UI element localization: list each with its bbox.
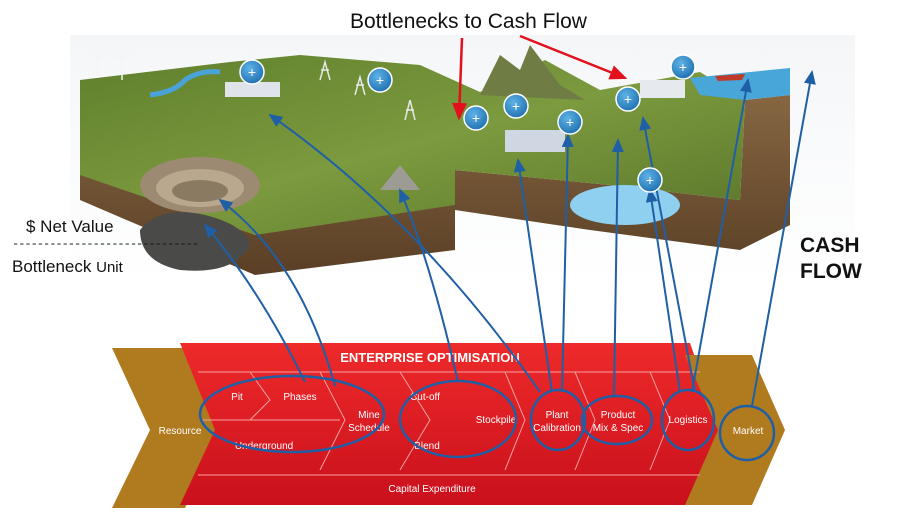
river <box>149 69 221 98</box>
plus-icon: + <box>624 91 632 107</box>
plus-marker[interactable]: + <box>503 93 529 119</box>
cash-label: CASH <box>800 234 860 257</box>
red-band <box>180 343 720 505</box>
net-value-denominator: Bottleneck Unit <box>12 257 123 277</box>
flow-label: FLOW <box>800 260 862 283</box>
stage-calibration: Calibration <box>533 423 581 434</box>
wind-turbines <box>89 49 131 80</box>
port-facilities <box>640 80 685 98</box>
enterprise-banner: ENTERPRISE OPTIMISATION Resource Market … <box>112 343 785 508</box>
stage-stockpile: Stockpile <box>476 415 517 426</box>
stage-underground: Underground <box>235 441 293 452</box>
unit-label: Unit <box>96 259 123 276</box>
resource-chevron <box>112 348 220 508</box>
stage-plant: Plant <box>546 410 569 421</box>
plant-circle <box>529 388 587 452</box>
stage-cutoff: Cut-off <box>410 392 440 403</box>
red-arrows <box>452 34 628 121</box>
diagram-title: Bottlenecks to Cash Flow <box>350 10 587 33</box>
stage-mine: Mine <box>358 410 380 421</box>
stage-schedule: Schedule <box>348 423 390 434</box>
plus-marker[interactable]: + <box>637 167 663 193</box>
plus-icon: + <box>679 59 687 75</box>
market-chevron <box>685 355 785 505</box>
mining-landscape-illustration <box>70 35 855 285</box>
arrow-to-open-pit <box>218 198 336 387</box>
arrow-to-stockpile <box>399 188 459 383</box>
stage-blend: Blend <box>414 441 440 452</box>
stockpile-mound <box>380 165 420 190</box>
arrow-to-product <box>611 138 624 397</box>
plus-marker[interactable]: + <box>367 67 393 93</box>
stage-mix-spec: Mix & Spec <box>593 423 644 434</box>
plus-marker[interactable]: + <box>557 109 583 135</box>
stage-pit: Pit <box>231 392 243 403</box>
stage-logistics: Logistics <box>669 415 708 426</box>
plus-icon: + <box>248 64 256 80</box>
market-circle <box>718 404 776 462</box>
product-circle <box>580 394 654 446</box>
arrow-to-cash-flow <box>751 70 816 407</box>
mountain <box>480 45 585 100</box>
cash-flow-label: CASH FLOW <box>800 233 862 285</box>
stage-product: Product <box>601 410 636 421</box>
plus-marker[interactable]: + <box>670 54 696 80</box>
power-pylons <box>319 59 416 121</box>
plus-icon: + <box>566 114 574 130</box>
logistics-circle <box>660 388 716 452</box>
plus-icon: + <box>646 172 654 188</box>
bottleneck-label: Bottleneck <box>12 257 92 276</box>
bottleneck-circles <box>198 374 776 462</box>
net-value-numerator: $ Net Value <box>26 217 114 236</box>
ship <box>715 74 745 81</box>
tailings-lake <box>570 185 680 225</box>
arrow-to-plant-b <box>561 133 574 393</box>
band-dividers <box>198 371 700 476</box>
plus-marker[interactable]: + <box>239 59 265 85</box>
arrow-to-plant-a <box>513 158 553 393</box>
arrow-to-pit <box>203 223 306 383</box>
fraction-divider: ------------------------------ <box>12 237 199 251</box>
pit-phases-circle <box>198 374 386 454</box>
plus-icon: + <box>472 110 480 126</box>
plus-icon: + <box>512 98 520 114</box>
plus-marker[interactable]: + <box>615 86 641 112</box>
market-label: Market <box>733 426 764 437</box>
capital-expenditure-label: Capital Expenditure <box>388 484 476 495</box>
plus-markers: + + + + + + + + <box>239 54 696 193</box>
arrow-to-port <box>639 116 696 393</box>
arrow-to-lake <box>645 188 681 393</box>
arrow-to-shipping <box>691 78 752 393</box>
processing-plant <box>505 130 565 152</box>
underground-rock <box>140 212 250 271</box>
camp-buildings <box>225 82 280 97</box>
red-arrow-left <box>452 37 468 121</box>
stage-phases: Phases <box>283 392 316 403</box>
plus-marker[interactable]: + <box>463 105 489 131</box>
banner-header: ENTERPRISE OPTIMISATION <box>340 350 520 365</box>
plus-icon: + <box>376 72 384 88</box>
blue-arrows <box>203 70 816 407</box>
red-arrow-right <box>519 34 628 80</box>
arrow-to-camp <box>268 113 541 393</box>
resource-label: Resource <box>159 426 202 437</box>
